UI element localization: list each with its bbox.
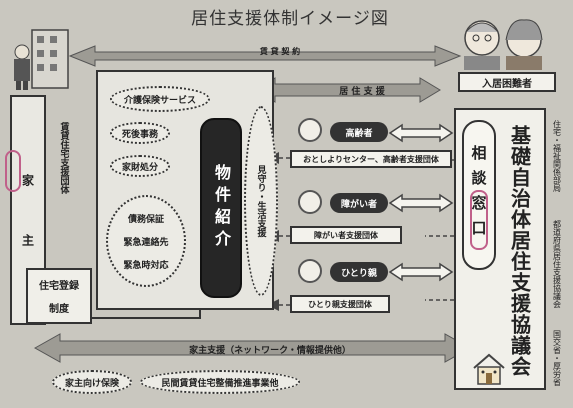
care-insurance-oval: 介護保険サービス	[110, 86, 210, 112]
landlord-label: 家 主	[20, 174, 35, 246]
property-intro-box: 物件紹介	[200, 118, 242, 298]
housing-registration-box: 住宅登録 制度	[26, 268, 92, 324]
residential-support-label: 居 住 支 援	[339, 87, 385, 97]
emergency-response-text: 緊急時対応	[123, 260, 169, 271]
disabled-org: 障がい者支援団体	[290, 226, 402, 244]
ministry-label: 国交省・厚労省	[552, 330, 562, 386]
landlord-illustration	[10, 22, 72, 92]
single-parent-pill: ひとり親	[330, 262, 388, 282]
diagram-title: 居住支援体制イメージ図	[191, 9, 389, 29]
landlord-support-label: 家主支援（ネットワーク・情報提供他）	[189, 346, 351, 356]
lease-contract-label: 賃 貸 契 約	[259, 47, 301, 56]
landlord-highlight	[5, 150, 21, 192]
disabled-face-icon	[298, 190, 322, 214]
belongings-oval: 家財処分	[110, 155, 170, 177]
emergency-contact-text: 緊急連絡先	[123, 237, 169, 248]
elderly-org: おとしよりセンター、高齢者支援団体	[290, 150, 452, 168]
private-rental-project-oval: 民間賃貸住宅整備推進事業他	[140, 370, 300, 394]
post-death-oval: 死後事務	[110, 122, 170, 144]
tenant-illustration	[450, 12, 558, 70]
disabled-pill: 障がい者	[330, 193, 388, 213]
elderly-pill: 高齢者	[330, 122, 388, 142]
housing-welfare-dept: 住宅・福祉関係部局	[552, 120, 562, 192]
single-parent-face-icon	[298, 259, 322, 283]
elderly-face-icon	[298, 118, 322, 142]
consultation-box: 相談窓口	[462, 120, 496, 270]
prefectural-council: 都道府県居住支援協議会	[552, 220, 562, 308]
council-name: 基礎自治体居住支援協議会	[507, 125, 532, 377]
house-icon	[470, 352, 508, 386]
landlord-insurance-oval: 家主向け保険	[52, 370, 132, 394]
consultation-highlight	[470, 190, 488, 250]
debt-guarantee-text: 債務保証	[127, 214, 164, 225]
watch-support-oval: 見守り・生活支援	[244, 106, 278, 296]
single-parent-org: ひとり親支援団体	[290, 295, 390, 313]
guarantee-oval: 債務保証 緊急連絡先 緊急時対応	[106, 195, 186, 287]
housing-registration-line2: 制度	[49, 304, 69, 315]
rental-support-org: 賃貸住宅支援団体	[58, 122, 69, 194]
tenants-label: 入居困難者	[458, 72, 556, 92]
resident-consultation-arrows	[388, 123, 454, 282]
lease-contract-arrow	[68, 45, 462, 67]
residential-support-arrow	[254, 77, 441, 103]
housing-registration-line1: 住宅登録	[39, 281, 79, 292]
